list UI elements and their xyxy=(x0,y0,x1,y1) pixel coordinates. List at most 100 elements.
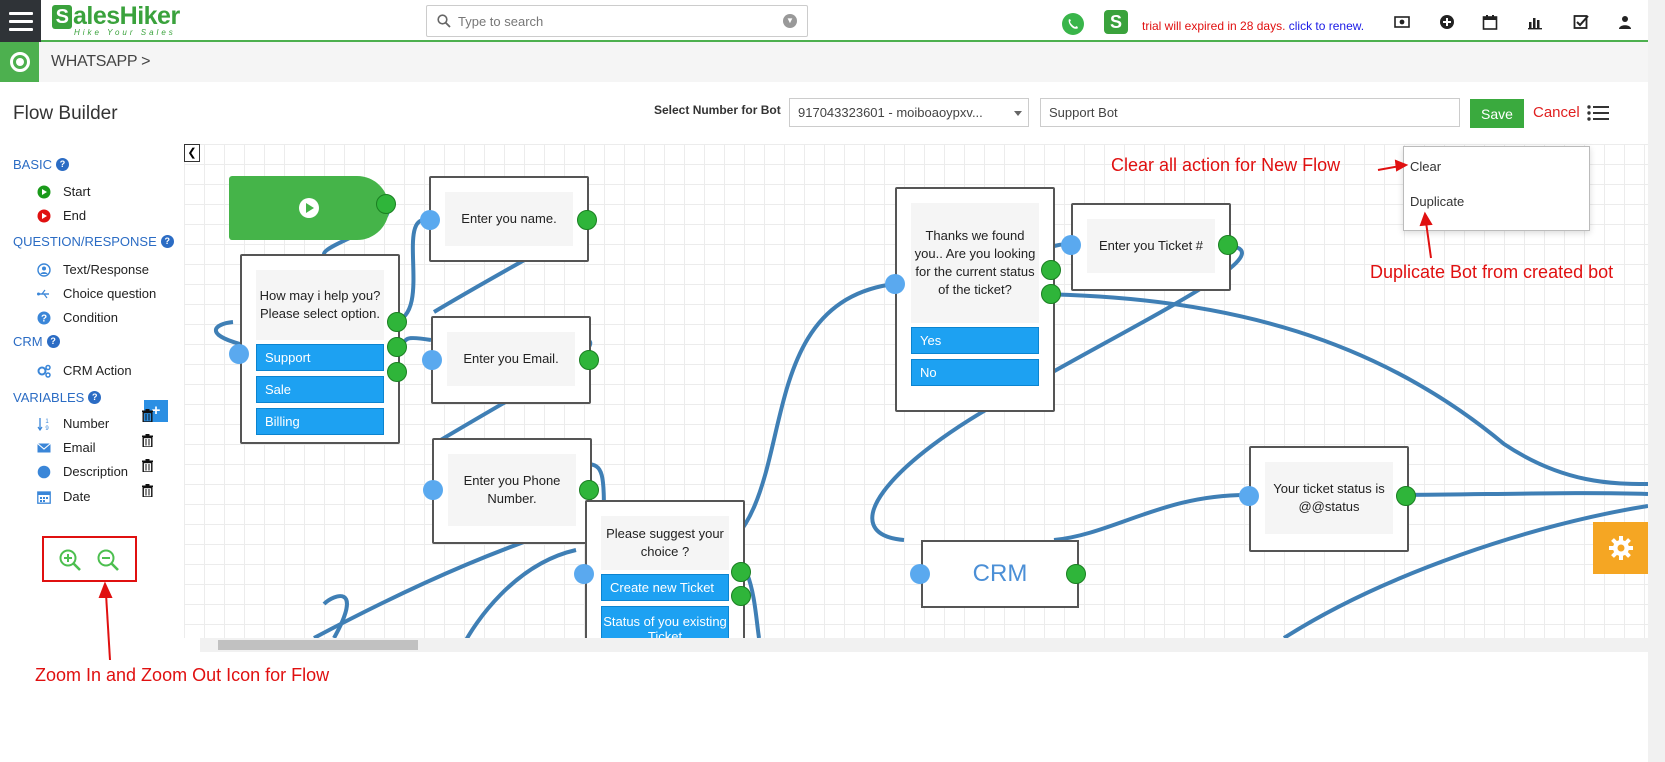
option-create-ticket[interactable]: Create new Ticket xyxy=(601,574,729,601)
sidebar-item-date[interactable]: Date xyxy=(37,489,90,504)
money-icon[interactable] xyxy=(1394,14,1410,30)
text-node-name[interactable]: Enter you name. xyxy=(429,176,589,262)
module-bar: WHATSAPP > xyxy=(0,42,1648,82)
chevron-down-icon[interactable]: ▼ xyxy=(783,14,797,28)
output-port[interactable] xyxy=(731,586,751,606)
output-port[interactable] xyxy=(1396,486,1416,506)
sidebar-item-description[interactable]: Description xyxy=(37,464,128,479)
text-node-status[interactable]: Your ticket status is @@status xyxy=(1249,446,1409,552)
crm-node[interactable]: CRM xyxy=(921,540,1079,608)
output-port[interactable] xyxy=(1218,235,1238,255)
sidebar-item-text-response[interactable]: Text/Response xyxy=(37,262,149,277)
breadcrumb-chevron: > xyxy=(141,53,151,70)
input-port[interactable] xyxy=(423,480,443,500)
search-input[interactable] xyxy=(458,11,778,31)
add-circle-icon[interactable] xyxy=(1439,14,1455,30)
help-icon[interactable]: ? xyxy=(46,335,60,348)
logo-letter: S xyxy=(52,4,72,29)
help-icon[interactable]: ? xyxy=(88,391,102,404)
sidebar-item-start[interactable]: Start xyxy=(37,184,90,199)
bot-name-input[interactable] xyxy=(1040,98,1460,127)
input-port[interactable] xyxy=(885,274,905,294)
trash-icon[interactable] xyxy=(142,409,153,422)
renew-link[interactable]: click to renew. xyxy=(1288,19,1365,33)
output-port[interactable] xyxy=(731,562,751,582)
bot-number-select[interactable]: 917043323601 - moiboaoypxv... xyxy=(789,98,1029,127)
input-port[interactable] xyxy=(420,210,440,230)
option-support[interactable]: Support xyxy=(256,344,384,371)
trash-icon[interactable] xyxy=(142,484,153,497)
scroll-thumb[interactable] xyxy=(218,640,418,650)
calendar-icon[interactable] xyxy=(1482,14,1498,30)
sidebar-item-label: Condition xyxy=(63,310,118,325)
output-port[interactable] xyxy=(1066,564,1086,584)
output-port[interactable] xyxy=(1041,284,1061,304)
output-port[interactable] xyxy=(579,480,599,500)
help-icon[interactable]: ? xyxy=(56,158,70,171)
menu-item-duplicate[interactable]: Duplicate xyxy=(1410,194,1465,209)
input-port[interactable] xyxy=(1061,235,1081,255)
sidebar-item-choice-question[interactable]: Choice question xyxy=(37,286,156,301)
global-search[interactable]: ▼ xyxy=(426,5,808,37)
choice-node-thanks[interactable]: Thanks we found you.. Are you looking fo… xyxy=(895,187,1055,412)
output-port[interactable] xyxy=(579,350,599,370)
output-port[interactable] xyxy=(387,337,407,357)
play-circle-icon xyxy=(37,185,51,198)
input-port[interactable] xyxy=(422,350,442,370)
sidebar-item-crm-action[interactable]: CRM Action xyxy=(37,363,132,378)
horizontal-scrollbar[interactable] xyxy=(200,638,1648,652)
sort-numeric-icon: 19 xyxy=(37,417,49,431)
input-port[interactable] xyxy=(1239,486,1259,506)
zoom-out-icon[interactable] xyxy=(96,548,120,572)
output-port[interactable] xyxy=(577,210,597,230)
sidebar-item-label: Email xyxy=(63,440,96,455)
input-port[interactable] xyxy=(910,564,930,584)
menu-toggle-button[interactable] xyxy=(0,0,41,42)
user-icon[interactable] xyxy=(1617,14,1633,30)
text-node-email[interactable]: Enter you Email. xyxy=(431,316,591,404)
breadcrumb-whatsapp[interactable]: WHATSAPP xyxy=(51,53,137,70)
input-port[interactable] xyxy=(229,344,249,364)
list-menu-icon[interactable] xyxy=(1587,104,1609,122)
option-ticket-status[interactable]: Status of you existing Ticket xyxy=(601,606,729,638)
section-basic-label: BASIC xyxy=(13,157,53,172)
flow-canvas[interactable]: How may i help you? Please select option… xyxy=(184,144,1648,638)
sidebar-item-condition[interactable]: ? Condition xyxy=(37,310,118,325)
option-billing[interactable]: Billing xyxy=(256,408,384,435)
sidebar-item-end[interactable]: End xyxy=(37,208,86,223)
output-port[interactable] xyxy=(387,362,407,382)
input-port[interactable] xyxy=(574,564,594,584)
option-no[interactable]: No xyxy=(911,359,1039,386)
output-port[interactable] xyxy=(376,194,396,214)
choice-node-suggest[interactable]: Please suggest your choice ? Create new … xyxy=(585,500,745,638)
help-icon[interactable]: ? xyxy=(160,235,174,248)
saleshiker-s-icon[interactable]: S xyxy=(1104,10,1128,34)
start-node[interactable] xyxy=(229,176,389,240)
sidebar-item-email[interactable]: Email xyxy=(37,440,96,455)
output-port[interactable] xyxy=(387,312,407,332)
cancel-button[interactable]: Cancel xyxy=(1533,104,1580,121)
output-port[interactable] xyxy=(1041,260,1061,280)
breadcrumb[interactable]: WHATSAPP > xyxy=(51,53,150,71)
selected-number: 917043323601 - moiboaoypxv... xyxy=(798,105,983,120)
trash-icon[interactable] xyxy=(142,434,153,447)
whatsapp-icon[interactable] xyxy=(1061,12,1085,36)
trash-icon[interactable] xyxy=(142,459,153,472)
choice-node-help[interactable]: How may i help you? Please select option… xyxy=(240,254,400,444)
text-node-ticket[interactable]: Enter you Ticket # xyxy=(1071,203,1231,291)
bar-chart-icon[interactable] xyxy=(1527,14,1543,30)
collapse-sidebar-button[interactable]: ❮ xyxy=(184,144,200,162)
vertical-scrollbar[interactable] xyxy=(1648,0,1665,762)
module-icon[interactable] xyxy=(0,42,39,82)
text-node-phone[interactable]: Enter you Phone Number. xyxy=(432,438,592,544)
menu-item-clear[interactable]: Clear xyxy=(1410,159,1442,174)
task-check-icon[interactable] xyxy=(1573,14,1589,30)
save-button[interactable]: Save xyxy=(1470,99,1524,128)
option-sale[interactable]: Sale xyxy=(256,376,384,403)
add-variable-button[interactable]: + xyxy=(144,400,168,422)
zoom-in-icon[interactable] xyxy=(58,548,82,572)
option-yes[interactable]: Yes xyxy=(911,327,1039,354)
settings-button[interactable] xyxy=(1593,522,1648,574)
